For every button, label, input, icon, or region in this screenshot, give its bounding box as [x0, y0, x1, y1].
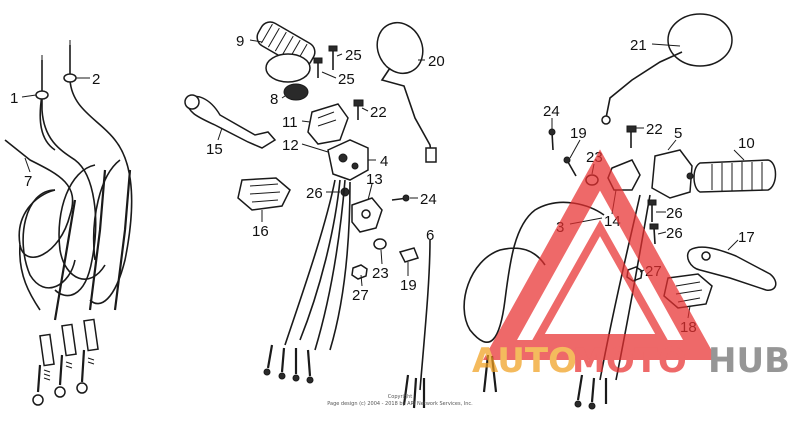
callout-20: 20 — [428, 53, 445, 70]
callout-25a: 25 — [345, 47, 362, 64]
callout-24b: 24 — [543, 103, 560, 120]
callout-27a: 27 — [352, 287, 369, 304]
copyright-line-2: Page design (c) 2004 - 2018 by ARI Netwo… — [327, 401, 473, 407]
copyright-line-1: Copyright — [388, 394, 412, 400]
callout-25b: 25 — [338, 71, 355, 88]
throttle-cable-group — [4, 40, 133, 406]
callout-7: 7 — [24, 173, 32, 190]
callout-2: 2 — [92, 71, 100, 88]
callout-8: 8 — [270, 91, 278, 108]
watermark-moto: MOTO — [572, 341, 687, 381]
callout-21: 21 — [630, 37, 647, 54]
callout-10: 10 — [738, 135, 755, 152]
callout-13: 13 — [366, 171, 383, 188]
callout-5: 5 — [674, 125, 682, 142]
callout-12: 12 — [282, 137, 299, 154]
callout-22b: 22 — [646, 121, 663, 138]
callout-6: 6 — [426, 227, 434, 244]
left-grip-assembly — [184, 21, 431, 409]
callout-26c: 26 — [666, 225, 683, 242]
callout-1: 1 — [10, 90, 18, 107]
callout-15: 15 — [206, 141, 223, 158]
watermark-hub: HUB — [708, 341, 790, 381]
callout-22a: 22 — [370, 104, 387, 121]
callout-19b: 19 — [570, 125, 587, 142]
callout-9: 9 — [236, 33, 244, 50]
callout-26b: 26 — [666, 205, 683, 222]
watermark-auto: AUTO — [472, 341, 577, 381]
mirror-right — [601, 13, 733, 125]
callout-26a: 26 — [306, 185, 323, 202]
callout-23a: 23 — [372, 265, 389, 282]
callout-19a: 19 — [400, 277, 417, 294]
callout-17: 17 — [738, 229, 755, 246]
callout-11: 11 — [282, 114, 298, 131]
mirror-left — [376, 21, 437, 163]
callout-4: 4 — [380, 153, 388, 170]
leader-lines — [21, 39, 745, 319]
callout-24a: 24 — [420, 191, 437, 208]
callout-16: 16 — [252, 223, 269, 240]
watermark-logo: AUTO MOTO HUB — [472, 149, 790, 381]
